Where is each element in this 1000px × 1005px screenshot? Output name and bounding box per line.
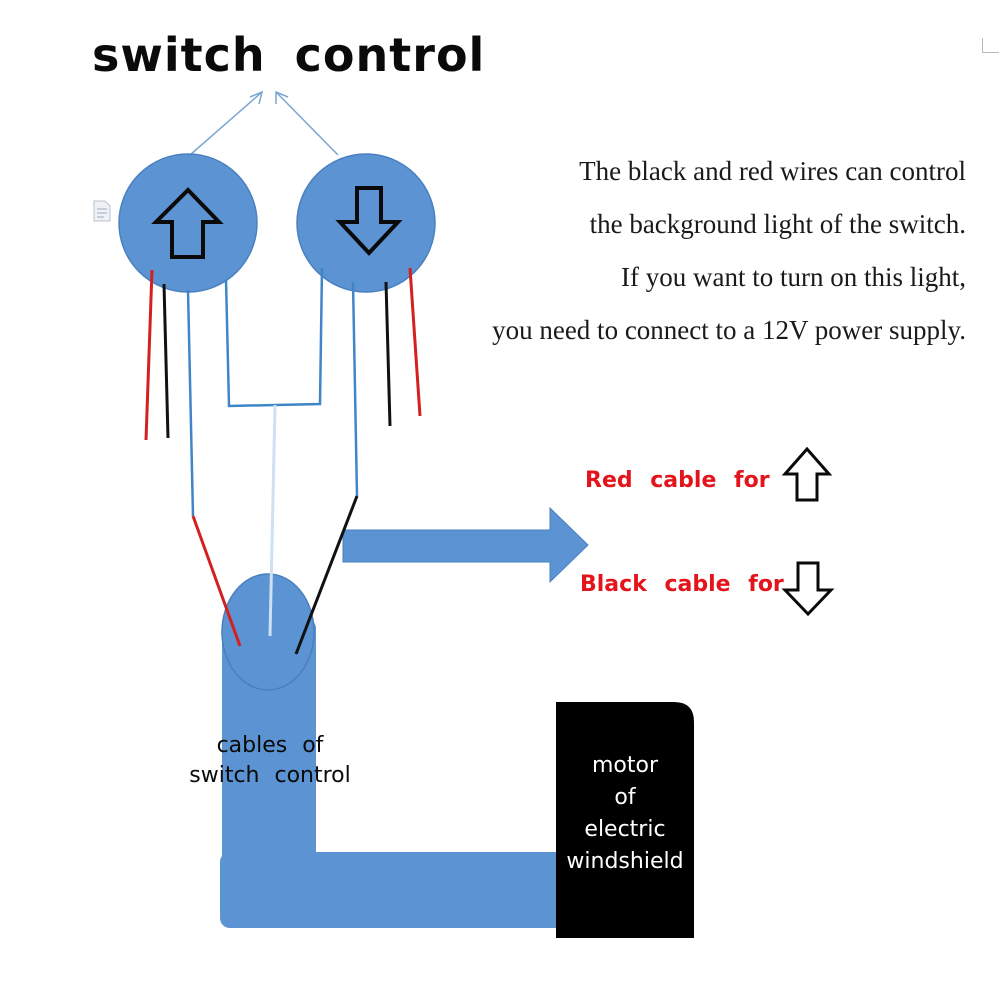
cable-trunk-opening [221,573,315,691]
cables-label-line2: switch control [189,763,351,788]
cables-label-line1: cables of [216,733,324,758]
legend-down-arrow-icon [781,561,835,617]
diagram-title: switch control [92,28,486,82]
document-icon [93,200,111,222]
title-pointer-lines [189,90,339,156]
backlight-wires [144,267,422,441]
down-switch-button [296,153,436,293]
up-switch-button [118,153,258,293]
motor-label: motor of electric windshield [556,750,694,878]
corner-mark [982,38,999,53]
down-arrow-icon [335,186,403,256]
common-wire [268,404,277,637]
red-cable-label: Red cable for [585,468,770,493]
trunk-wires [191,495,359,655]
motor-box [556,702,694,938]
note-line-3: If you want to turn on this light, [621,262,966,292]
legend-up-arrow-icon [781,446,833,502]
note-line-2: the background light of the switch. [589,209,966,239]
up-arrow-icon [151,187,224,259]
motor-label-line3: electric [584,817,666,842]
note-line-1: The black and red wires can control [579,156,966,186]
cables-label: cables of switch control [180,731,360,791]
note-line-4: you need to connect to a 12V power suppl… [492,315,966,345]
block-arrow-right [342,506,589,584]
motor-label-line1: motor [591,753,659,778]
motor-label-line4: windshield [566,849,684,874]
cable-trunk [220,574,565,928]
black-cable-label: Black cable for [580,572,784,597]
motor-label-line2: of [614,785,636,810]
